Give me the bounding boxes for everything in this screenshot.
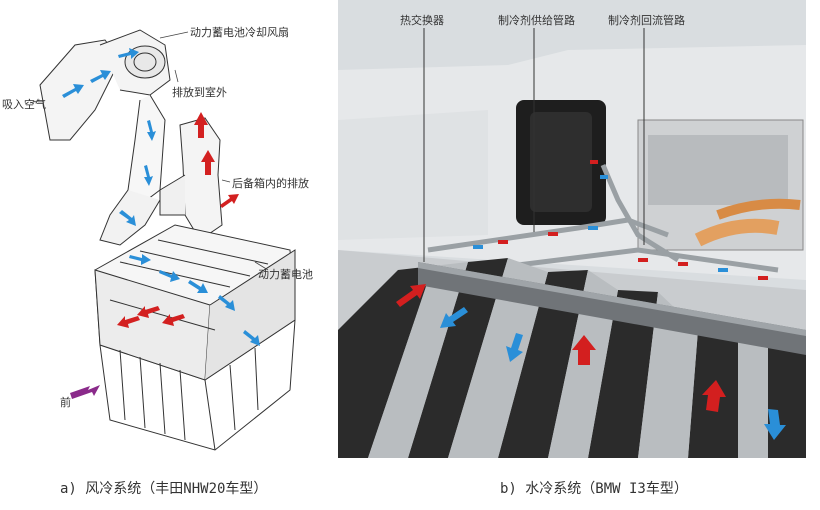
air-cooling-diagram: 动力蓄电池冷却风扇 吸入空气 排放到室外 后备箱内的排放 动力蓄电池 前: [0, 0, 330, 460]
intake-label: 吸入空气: [2, 98, 46, 111]
water-cooling-diagram: 热交换器 制冷剂供给管路 制冷剂回流管路: [338, 0, 806, 458]
heat-exchanger-label: 热交换器: [400, 14, 444, 27]
fan-label: 动力蓄电池冷却风扇: [190, 26, 289, 39]
heat-exchanger-unit: [516, 100, 606, 225]
air-cooling-drawing: [29, 29, 296, 451]
exhaust-outside-label: 排放到室外: [172, 86, 227, 99]
water-cooling-drawing: [338, 0, 806, 458]
front-arrow-icon: [70, 385, 100, 399]
supply-line-label: 制冷剂供给管路: [498, 14, 575, 27]
left-caption: a) 风冷系统（丰田NHW20车型）: [60, 481, 268, 497]
battery-label: 动力蓄电池: [258, 268, 313, 281]
return-line-label: 制冷剂回流管路: [608, 14, 685, 27]
right-caption: b) 水冷系统（BMW I3车型）: [500, 481, 688, 497]
front-label: 前: [60, 396, 71, 409]
trunk-exhaust-label: 后备箱内的排放: [232, 177, 309, 190]
